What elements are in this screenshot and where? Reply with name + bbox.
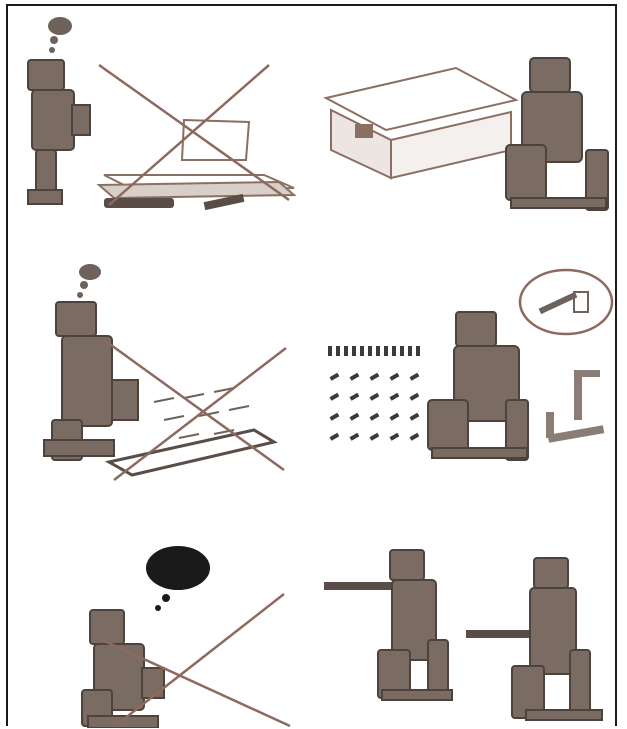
dark-thought-bubble-icon [146,546,210,611]
figure-icon [28,60,90,204]
panel-row2-left [14,230,314,490]
figure-icon [506,58,608,210]
thought-bubble-icon [48,17,72,53]
flat-box-icon [99,120,294,198]
panel-row2-right [316,230,616,490]
figure-with-rod-icon [324,550,452,700]
open-box-icon [326,68,516,178]
figure-icon [82,610,164,728]
tools-bubble-icon [520,270,612,334]
screws-grid-icon [328,346,420,441]
panel-row1-left [14,10,314,220]
panel-row3-right [316,530,616,726]
figure-icon [428,312,528,460]
hex-key-icon [546,370,604,443]
panel-row1-right [316,10,616,220]
thought-bubble-icon [77,264,101,298]
panel-row3-left [60,540,300,728]
figure-with-rod-icon [466,558,602,720]
figure-icon [44,302,138,460]
